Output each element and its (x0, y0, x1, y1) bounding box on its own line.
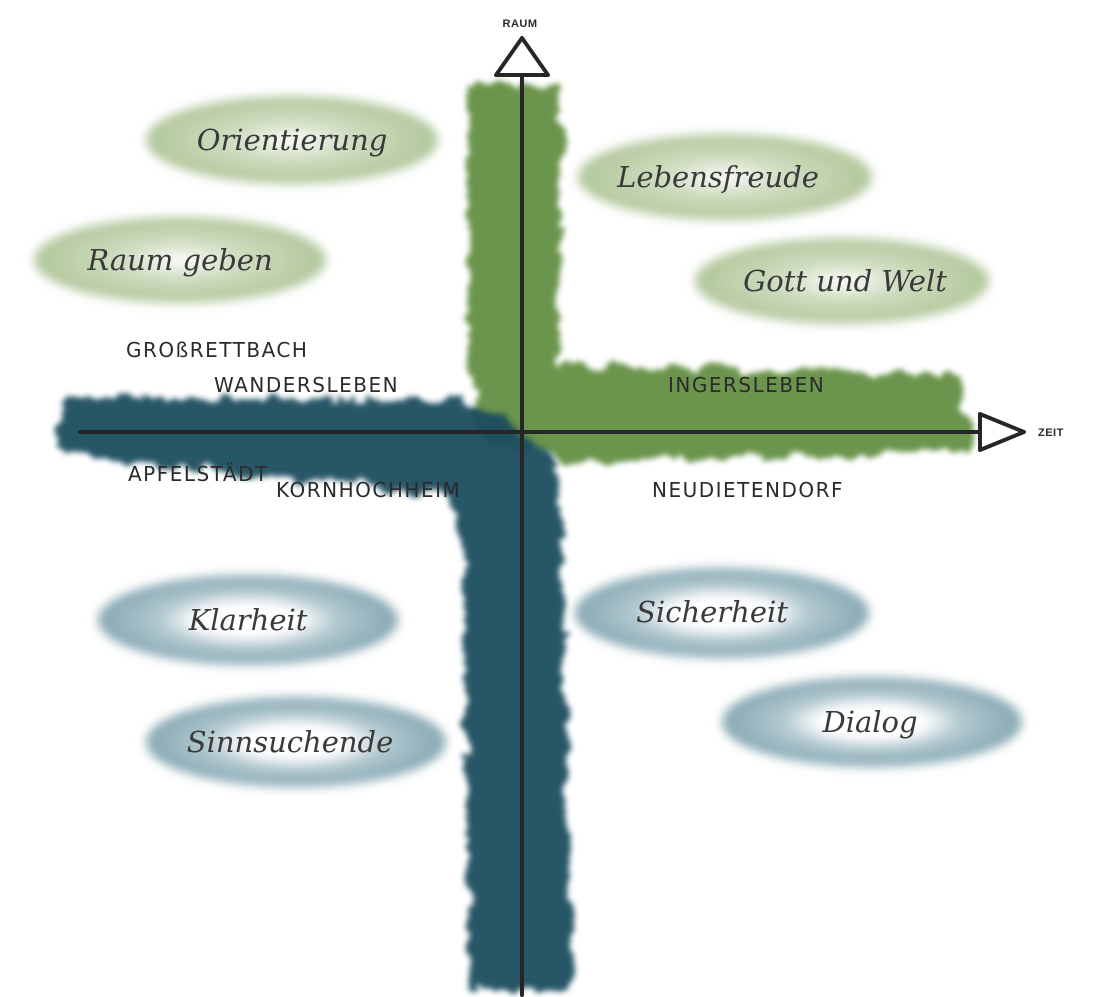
green-band (468, 85, 972, 462)
place-apfelstaedt: APFELSTÄDT (128, 462, 269, 486)
place-kornhochheim: KORNHOCHHEIM (276, 478, 461, 502)
bubble-sinnsuchende: Sinnsuchende (146, 697, 446, 787)
vertical-arrowhead (494, 36, 550, 77)
bubble-gott-und-welt: Gott und Welt (695, 238, 989, 324)
bubble-sicherheit: Sicherheit (575, 568, 869, 658)
place-ingersleben: INGERSLEBEN (668, 373, 825, 397)
bubble-label: Orientierung (197, 123, 388, 157)
bubble-dialog: Dialog (722, 677, 1022, 767)
horizontal-axis (78, 412, 1026, 452)
bubble-label: Sicherheit (636, 595, 788, 629)
vertical-axis (494, 36, 550, 997)
place-neudietendorf: NEUDIETENDORF (652, 478, 844, 502)
vertical-axis-label: RAUM (503, 18, 538, 30)
place-grossrettbach: GROßRETTBACH (126, 338, 308, 362)
horizontal-arrowhead (978, 412, 1026, 452)
bubble-label: Lebensfreude (616, 160, 819, 194)
place-wandersleben: WANDERSLEBEN (214, 373, 399, 397)
bubble-label: Dialog (821, 705, 917, 739)
bubble-label: Gott und Welt (743, 264, 947, 298)
bubble-klarheit: Klarheit (98, 575, 398, 665)
horizontal-axis-label: ZEIT (1038, 427, 1064, 439)
bubble-raum-geben: Raum geben (34, 217, 326, 303)
bubble-label: Sinnsuchende (187, 725, 394, 759)
bubble-orientierung: Orientierung (146, 96, 438, 184)
bubble-label: Raum geben (86, 243, 272, 277)
bubble-label: Klarheit (188, 603, 308, 637)
bubble-lebensfreude: Lebensfreude (578, 134, 872, 220)
